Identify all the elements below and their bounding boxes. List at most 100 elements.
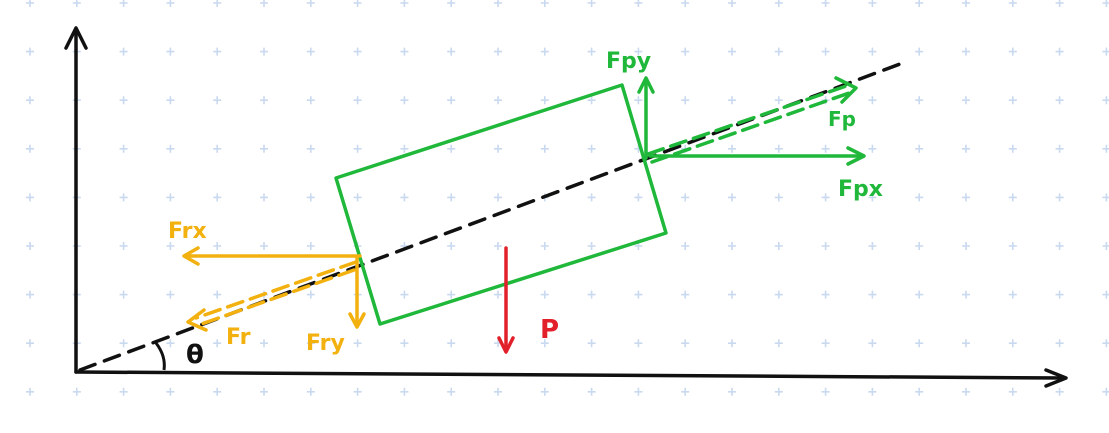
fr-arrowhead xyxy=(186,308,208,332)
fry-arrowhead xyxy=(348,312,366,329)
grid-plus-mark xyxy=(962,242,970,250)
grid-plus-mark xyxy=(1008,339,1017,348)
grid-plus-mark xyxy=(587,144,596,153)
grid-plus-mark xyxy=(306,242,315,250)
grid-plus-mark xyxy=(915,144,924,153)
grid-plus-mark xyxy=(821,144,830,153)
grid-plus-mark xyxy=(1102,47,1109,56)
grid-plus-mark xyxy=(26,339,34,348)
grid-plus-mark xyxy=(400,387,409,396)
grid-plus-mark xyxy=(587,242,596,250)
grid-plus-mark xyxy=(1008,193,1017,202)
grid-plus-mark xyxy=(821,193,830,202)
grid-plus-mark xyxy=(400,193,409,202)
grid-plus-mark xyxy=(1008,0,1017,7)
grid-plus-mark xyxy=(681,387,690,396)
grid-plus-mark xyxy=(119,0,128,7)
grid-plus-mark xyxy=(915,193,924,202)
grid-plus-mark xyxy=(868,0,877,7)
grid-plus-mark xyxy=(821,339,830,348)
grid-plus-mark xyxy=(166,144,175,153)
fp-forces: Fpy Fp Fpx xyxy=(606,49,883,202)
grid-plus-mark xyxy=(353,0,362,7)
grid-plus-mark xyxy=(962,387,970,396)
grid-plus-mark xyxy=(540,96,549,105)
grid-plus-mark xyxy=(540,0,549,7)
grid-plus-mark xyxy=(915,96,924,105)
grid-plus-mark xyxy=(774,193,783,202)
grid-plus-mark xyxy=(400,144,409,153)
grid-plus-mark xyxy=(213,47,222,56)
grid-plus-mark xyxy=(353,193,362,202)
grid-plus-mark xyxy=(868,144,877,153)
grid-plus-mark xyxy=(962,47,970,56)
grid-plus-mark xyxy=(540,47,549,56)
grid-plus-mark xyxy=(26,47,34,56)
fr-arrow-line-b xyxy=(194,268,356,328)
grid-plus-mark xyxy=(353,387,362,396)
grid-plus-mark xyxy=(166,47,175,56)
grid-plus-mark xyxy=(774,47,783,56)
grid-plus-mark xyxy=(821,290,830,299)
grid-plus-mark xyxy=(119,144,128,153)
grid-plus-mark xyxy=(728,0,736,7)
grid-plus-mark xyxy=(353,144,362,153)
grid-plus-mark xyxy=(915,47,924,56)
grid-plus-mark xyxy=(400,339,409,348)
fr-forces: Frx Fr Fry xyxy=(168,219,366,356)
grid-plus-mark xyxy=(962,290,970,299)
grid-plus-mark xyxy=(774,96,783,105)
grid-plus-mark xyxy=(306,144,315,153)
frx-label: Frx xyxy=(168,219,207,244)
grid-plus-mark xyxy=(72,0,81,7)
grid-plus-mark xyxy=(1055,96,1064,105)
grid-plus-mark xyxy=(119,387,128,396)
grid-plus-mark xyxy=(166,339,175,348)
grid-plus-mark xyxy=(1008,242,1017,250)
grid-plus-mark xyxy=(1055,290,1064,299)
grid-plus-mark xyxy=(447,47,456,56)
grid-plus-mark xyxy=(587,387,596,396)
grid-plus-mark xyxy=(681,0,690,7)
frx-arrowhead xyxy=(182,246,200,266)
fp-arrow-line-b xyxy=(650,90,854,164)
grid-plus-mark xyxy=(587,96,596,105)
grid-plus-mark xyxy=(868,339,877,348)
grid-plus-mark xyxy=(728,290,736,299)
grid-plus-mark xyxy=(540,387,549,396)
grid-plus-mark xyxy=(306,193,315,202)
grid-plus-mark xyxy=(494,290,502,299)
grid-plus-mark xyxy=(681,47,690,56)
grid-plus-mark xyxy=(681,242,690,250)
grid-plus-mark xyxy=(119,242,128,250)
x-axis xyxy=(74,370,1066,380)
grid-plus-mark xyxy=(915,242,924,250)
grid-plus-mark xyxy=(681,339,690,348)
p-label: P xyxy=(540,315,559,345)
fpx-arrowhead xyxy=(846,146,866,166)
grid-plus-mark xyxy=(634,0,643,7)
grid-plus-mark xyxy=(213,96,222,105)
grid-plus-mark xyxy=(728,193,736,202)
grid-plus-mark xyxy=(1008,144,1017,153)
grid-plus-mark xyxy=(868,387,877,396)
grid-plus-mark xyxy=(962,193,970,202)
grid-plus-mark xyxy=(774,0,783,7)
grid-plus-mark xyxy=(915,339,924,348)
grid-plus-mark xyxy=(540,242,549,250)
grid-plus-mark xyxy=(26,387,34,396)
y-axis-arrowhead xyxy=(64,26,88,50)
grid-plus-mark xyxy=(166,193,175,202)
grid-plus-mark xyxy=(447,339,456,348)
x-axis-arrowhead xyxy=(1044,368,1068,388)
grid-plus-mark xyxy=(494,387,502,396)
grid-plus-mark xyxy=(634,290,643,299)
grid-plus-mark xyxy=(400,47,409,56)
grid-plus-mark xyxy=(447,193,456,202)
grid-plus-mark xyxy=(26,0,34,7)
grid-plus-mark xyxy=(1055,339,1064,348)
fr-arrow-line-a xyxy=(194,260,358,320)
grid-plus-mark xyxy=(1055,387,1064,396)
p-arrowhead xyxy=(497,336,515,354)
grid-plus-mark xyxy=(447,242,456,250)
